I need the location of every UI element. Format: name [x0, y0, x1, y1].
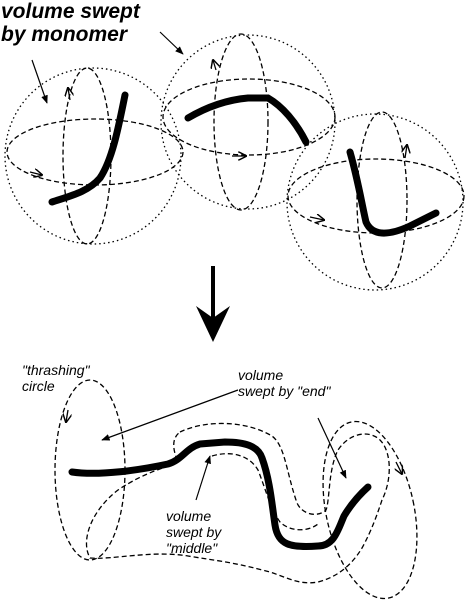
sphere-3-outline [286, 113, 464, 291]
label-volume-swept-by-middle: volume swept by "middle" [166, 508, 222, 556]
sphere-3-equator [287, 158, 465, 234]
transition-down-arrow [196, 266, 230, 342]
leader-monomer-1 [31, 59, 48, 104]
sphere-3-arrow-top [405, 145, 407, 159]
label-volume-swept-by-end: volume swept by "end" [238, 367, 331, 399]
sphere-2-equator [162, 78, 336, 156]
sphere-3-meridian [356, 111, 408, 289]
label-volume-swept-by-monomer: volume swept by monomer [1, 0, 140, 46]
leader-end-right [317, 417, 347, 479]
end-thrashing-ellipse [322, 420, 418, 600]
sphere-2-meridian [213, 33, 269, 211]
sphere-1-arrow-top [68, 88, 70, 101]
label-thrashing-circle: "thrashing" circle [22, 362, 90, 394]
sphere-1-meridian [62, 67, 112, 245]
sphere-3-arrow-left [309, 217, 324, 220]
sphere-2-outline [160, 34, 336, 210]
leader-monomer-2 [159, 31, 184, 55]
monomer-segment-3 [346, 148, 440, 237]
polymer-chain [68, 438, 372, 550]
sphere-1-arrow-left [29, 172, 42, 175]
leader-end-left [101, 389, 239, 441]
thrashing-arrow [66, 409, 68, 422]
middle-swept-volume [85, 422, 390, 584]
sphere-2-arrow-top [213, 60, 216, 71]
monomer-segment-1 [48, 91, 129, 206]
sphere-3 [286, 111, 465, 291]
sphere-1-outline [4, 67, 182, 245]
end-arrow [396, 461, 402, 474]
sphere-1-equator [6, 118, 184, 186]
sphere-2 [160, 33, 336, 211]
sphere-1 [4, 67, 184, 245]
leader-middle [195, 455, 211, 501]
monomer-segment-2 [184, 94, 310, 146]
